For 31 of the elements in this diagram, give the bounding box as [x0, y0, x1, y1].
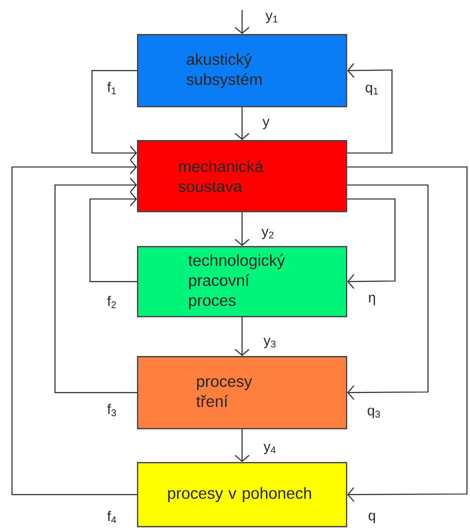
arrow: [347, 198, 396, 289]
edge-label: y$_{2}$: [260, 228, 276, 240]
arrow: [54, 178, 137, 394]
arrow: [234, 429, 250, 462]
edge-label: f$_{3}$: [106, 402, 118, 418]
arrow: [91, 70, 137, 160]
edge-label: f$_{4}$: [106, 510, 118, 524]
arrow: [11, 160, 137, 496]
edge-label: η: [367, 294, 377, 306]
edge-label: y: [262, 118, 270, 130]
arrow: [347, 63, 393, 154]
edge-label: q$_{3}$: [366, 406, 382, 420]
edge-label: f$_{2}$: [106, 294, 118, 310]
arrow: [234, 107, 250, 140]
process-box: akustický subsystém: [137, 34, 348, 108]
process-box: procesy tření: [137, 356, 348, 430]
arrow: [347, 184, 429, 400]
edge-label: y$_{3}$: [262, 336, 278, 350]
process-box: mechanická soustava: [137, 140, 348, 212]
arrow: [89, 192, 137, 282]
edge-label: q$_{1}$: [364, 84, 380, 96]
process-box: procesy v pohonech: [137, 462, 348, 528]
edge-label: y$_{4}$: [262, 442, 278, 456]
edge-label: q: [367, 512, 377, 524]
arrow: [234, 317, 250, 356]
edge-label: f$_{1}$: [106, 80, 118, 96]
arrow: [234, 10, 250, 34]
process-box: technologický pracovní proces: [137, 246, 348, 318]
edge-label: y$_{1}$: [264, 12, 280, 24]
arrow: [347, 166, 468, 502]
arrow: [234, 212, 250, 246]
